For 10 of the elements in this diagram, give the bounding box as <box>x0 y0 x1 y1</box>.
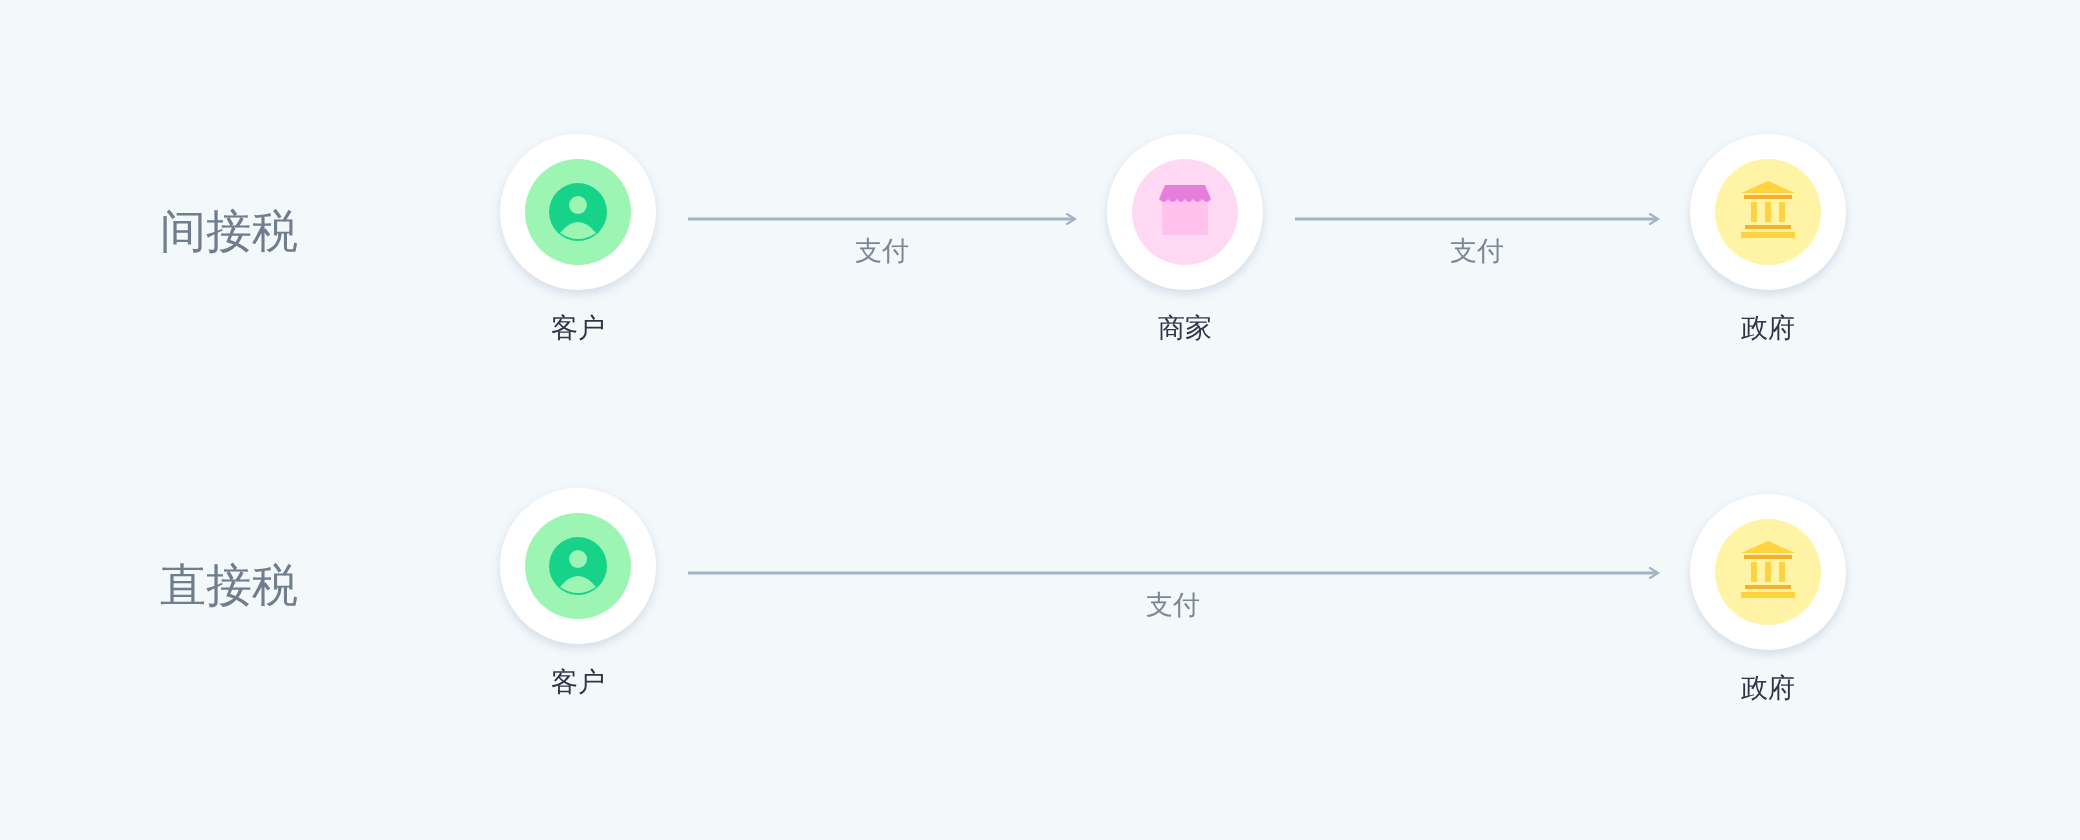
node-caption: 政府 <box>1741 312 1795 345</box>
arrow <box>1295 212 1660 226</box>
node-caption: 客户 <box>551 666 605 699</box>
row-label: 间接税 <box>160 204 298 260</box>
arrow <box>688 212 1077 226</box>
node-caption: 商家 <box>1158 312 1212 345</box>
node-caption: 政府 <box>1741 672 1795 705</box>
arrow <box>688 566 1660 580</box>
row-label: 直接税 <box>160 558 298 614</box>
node-caption: 客户 <box>551 312 605 345</box>
